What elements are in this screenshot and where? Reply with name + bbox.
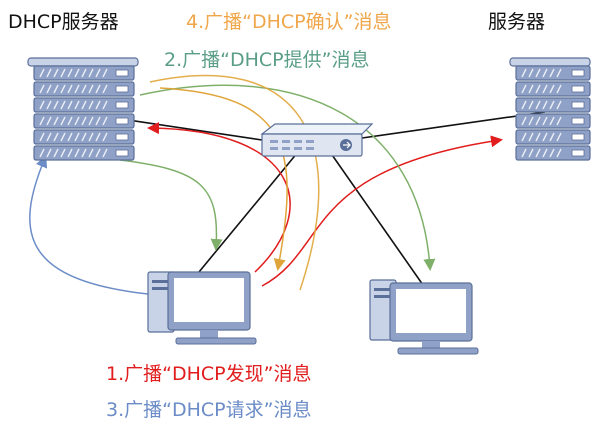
discover-arrow-to-server xyxy=(261,135,503,287)
discover-arrow-to-dhcp-server xyxy=(147,122,291,273)
dhcp-server-label: DHCP服务器 xyxy=(8,11,119,33)
server-label: 服务器 xyxy=(488,11,546,33)
server-icon[interactable] xyxy=(509,57,591,161)
step3-label: 3.广播“DHCP请求”消息 xyxy=(106,399,312,421)
computer-icon-1 xyxy=(147,271,257,345)
network-links xyxy=(94,111,546,296)
computer-icon-2 xyxy=(369,279,479,355)
step1-label: 1.广播“DHCP发现”消息 xyxy=(106,363,312,385)
dhcp-server-icon[interactable] xyxy=(27,57,139,161)
request-arrow xyxy=(29,155,149,295)
ack-arrow-secondary xyxy=(149,74,320,291)
offer-arrow-to-pc1 xyxy=(119,159,223,251)
step2-label: 2.广播“DHCP提供”消息 xyxy=(164,49,370,71)
step4-label: 4.广播“DHCP确认”消息 xyxy=(186,11,392,33)
offer-arrow-to-pc2 xyxy=(139,84,436,271)
switch-icon xyxy=(260,123,374,157)
message-arrows xyxy=(29,74,503,295)
